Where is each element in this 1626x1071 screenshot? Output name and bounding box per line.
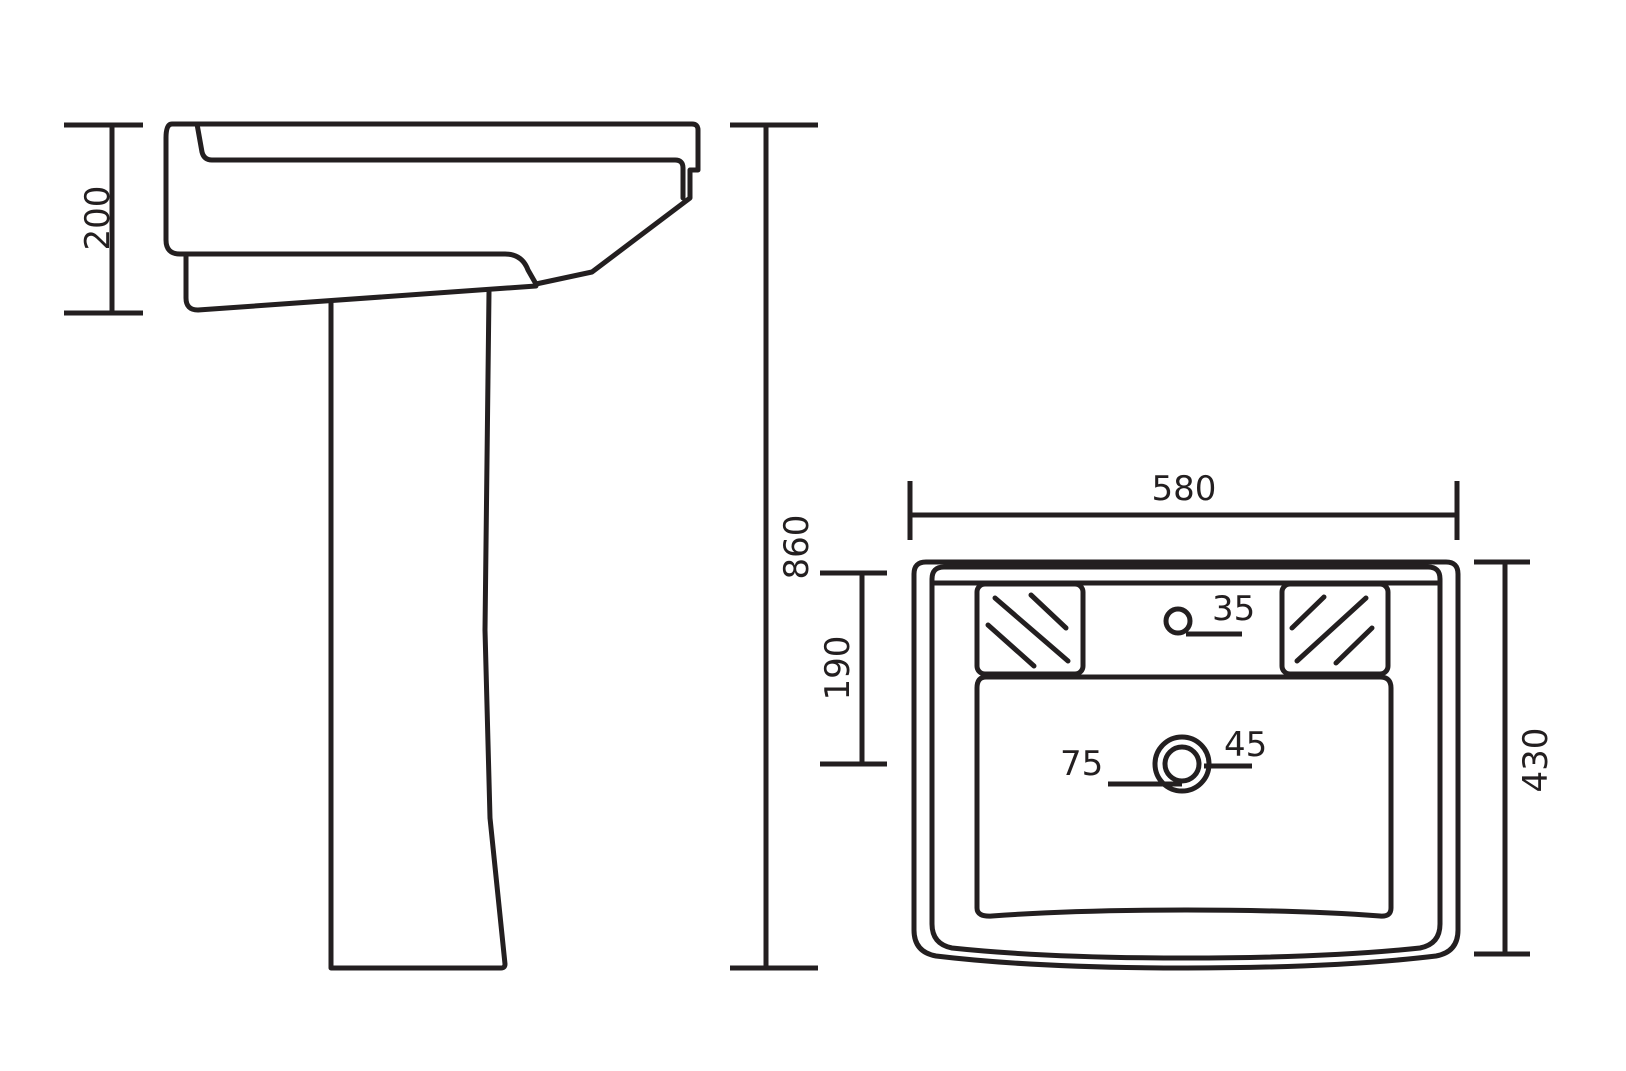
top-view: 35 75 45 (911, 559, 1461, 971)
depth-label: 430 (1516, 728, 1556, 793)
side-view (163, 121, 701, 971)
soap-pad-right-hatch (1294, 595, 1369, 664)
waste-outer-label: 75 (1060, 744, 1103, 784)
dimension-depth: 430 (1474, 559, 1556, 957)
basin-underside (183, 253, 539, 313)
soap-pad-left (974, 581, 1086, 677)
pedestal (328, 289, 508, 971)
basin-top-inner-rim (929, 564, 1443, 961)
soap-pad-left-hatch (992, 595, 1071, 664)
dimension-width: 580 (907, 469, 1460, 540)
waste-hole-label: 45 (1224, 725, 1267, 765)
basin-height-label: 200 (78, 186, 118, 251)
basin-bowl-line (194, 121, 686, 201)
soap-pad-right-hatch (1333, 625, 1375, 666)
soap-pad-right-hatch (1289, 594, 1327, 631)
waste-inner-ring (1162, 744, 1202, 784)
tap-area-depth-label: 190 (818, 636, 858, 701)
overall-height-label: 860 (777, 515, 817, 580)
dimension-overall-height: 860 (730, 122, 818, 971)
width-label: 580 (1152, 469, 1217, 509)
dimension-basin-height: 200 (64, 122, 143, 316)
soap-pad-right (1279, 581, 1391, 677)
soap-pad-left-hatch (985, 622, 1037, 669)
basin-bowl-top (974, 674, 1394, 919)
dimension-tap-area-depth: 190 (818, 570, 887, 767)
tap-hole-label: 35 (1212, 589, 1255, 629)
basin-top-outline (911, 559, 1461, 971)
tap-hole (1163, 606, 1193, 636)
basin-side-profile (163, 121, 701, 287)
soap-pad-left-hatch (1028, 592, 1069, 631)
